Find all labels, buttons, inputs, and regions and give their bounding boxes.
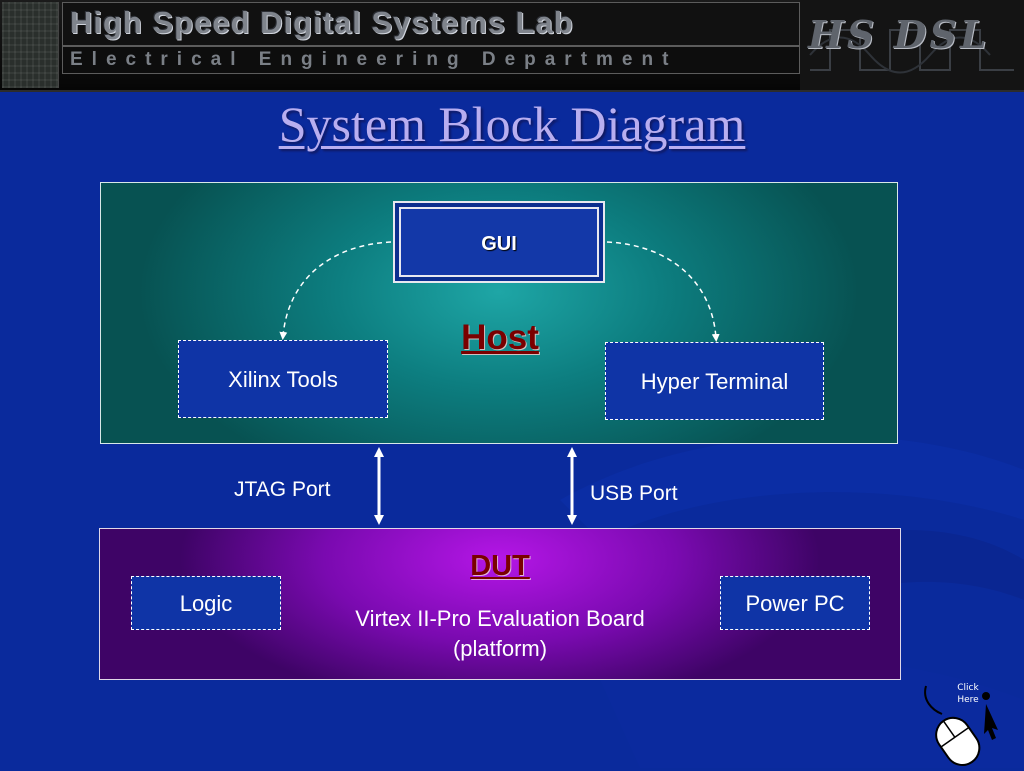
department-name: Electrical Engineering Department [70,49,678,70]
board-platform: (platform) [452,636,548,661]
board-name: Virtex II-Pro Evaluation Board [355,606,645,631]
xilinx-tools-label: Xilinx Tools [228,367,338,392]
gui-block: GUI [393,201,605,283]
logic-label: Logic [179,591,233,616]
here-word: Here [957,695,979,705]
jtag-port-label: JTAG Port [234,478,331,501]
gui-label: GUI [481,233,517,255]
slide-title: System Block Diagram [278,96,746,152]
mouse-icon [924,685,998,766]
dut-label: DUT [470,550,530,582]
waveform-icon [800,0,1024,90]
host-label: Host [461,318,539,357]
click-word: Click [957,683,979,693]
power-pc-label: Power PC [745,591,845,616]
xilinx-tools-block: Xilinx Tools [178,340,388,418]
hyper-terminal-label: Hyper Terminal [640,369,789,394]
banner-subtitle-frame [62,46,800,74]
banner-title-frame [62,2,800,46]
usb-port-label: USB Port [590,482,678,505]
lab-name: High Speed Digital Systems Lab [70,5,574,40]
board-description: Virtex II-Pro Evaluation Board (platform… [300,604,700,664]
hyper-terminal-block: Hyper Terminal [605,342,824,420]
circuit-board-icon [2,2,59,88]
hsdsl-logo: HS DSL [808,12,990,57]
logic-block: Logic [131,576,281,630]
power-pc-block: Power PC [720,576,870,630]
click-here-button[interactable]: Click Here [918,680,1018,766]
click-here-label: Click Here [948,682,988,706]
